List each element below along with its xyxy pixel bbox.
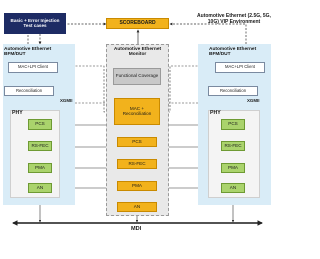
monitor-coverage-box: Functional Coverage bbox=[113, 68, 161, 85]
monitor-pma-box: PMA bbox=[117, 181, 157, 191]
right-phy-title: PHY bbox=[210, 110, 221, 116]
right-rsfec-box: RS-FEC bbox=[221, 141, 245, 151]
left-bfm-to-scoreboard-link bbox=[27, 22, 107, 44]
right-reconciliation-box: Reconciliation bbox=[208, 86, 258, 96]
right-xgmii-label: XGMII bbox=[247, 98, 260, 103]
right-bfm-to-scoreboard-link bbox=[169, 22, 247, 44]
scoreboard-box: SCOREBOARD bbox=[106, 18, 169, 29]
left-pcs-box: PCS bbox=[28, 119, 52, 130]
left-reconciliation-box: Reconciliation bbox=[4, 86, 54, 96]
monitor-title: Automotive Ethernet Monitor bbox=[113, 47, 162, 58]
monitor-pcs-box: PCS bbox=[117, 137, 157, 147]
left-bfm-title: Automotive Ethernet BFM/DUT bbox=[4, 47, 52, 58]
basic-tests-box: Basic + Error Injection Test cases bbox=[4, 13, 66, 34]
vip-environment-label: Automotive Ethernet (2.5G, 5G, 10G) VIP … bbox=[197, 13, 271, 25]
monitor-rsfec-box: RS-FEC bbox=[117, 159, 157, 169]
right-pcs-box: PCS bbox=[221, 119, 245, 130]
right-pma-box: PMA bbox=[221, 163, 245, 173]
mdi-label: MDI bbox=[131, 226, 142, 232]
left-mac-client-box: MAC+LPI Client bbox=[8, 62, 58, 73]
left-an-box: AN bbox=[28, 183, 52, 193]
monitor-an-box: AN bbox=[117, 202, 157, 212]
left-tap-mac bbox=[58, 65, 115, 114]
left-pma-box: PMA bbox=[28, 163, 52, 173]
left-phy-title: PHY bbox=[12, 110, 23, 116]
left-rsfec-box: RS-FEC bbox=[28, 141, 52, 151]
left-xgmii-label: XGMII bbox=[60, 98, 73, 103]
right-an-box: AN bbox=[221, 183, 245, 193]
right-bfm-title: Automotive Ethernet BFM/DUT bbox=[209, 47, 257, 58]
right-mac-client-box: MAC+LPI Client bbox=[215, 62, 265, 73]
diagram-canvas: Basic + Error Injection Test cases SCORE… bbox=[3, 13, 271, 232]
monitor-mac-box: MAC + Reconciliation bbox=[114, 98, 160, 125]
